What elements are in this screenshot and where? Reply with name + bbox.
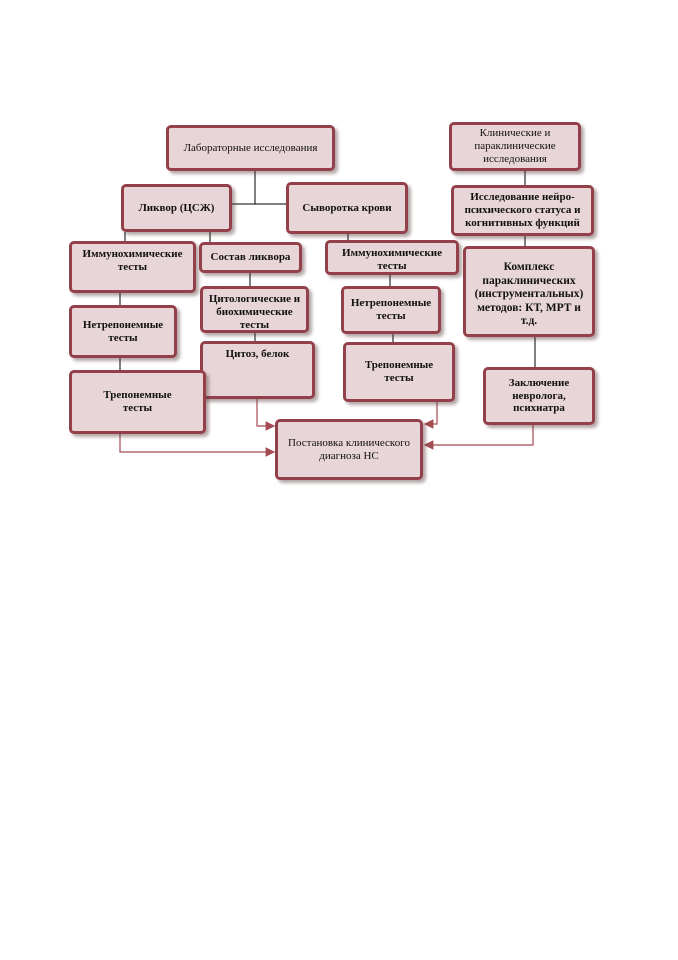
- node-serum-nontreponemal: Нетрепонемные тесты: [341, 286, 441, 334]
- node-diagnosis: Постановка клинического диагноза НС: [275, 419, 423, 480]
- node-csf-composition: Состав ликвора: [199, 242, 302, 273]
- node-lab: Лабораторные исследования: [166, 125, 335, 171]
- arrow-csf-treponemal: [119, 433, 276, 457]
- node-csf-treponemal: Трепонемные тесты: [69, 370, 206, 434]
- node-neuro-status: Исследование нейро- психического статуса…: [451, 185, 594, 236]
- node-serum-treponemal: Трепонемные тесты: [343, 342, 455, 402]
- node-cytosis-protein: Цитоз, белок: [200, 341, 315, 399]
- node-paraclinical-complex: Комплекс параклинических (инструментальн…: [463, 246, 595, 337]
- node-serum: Сыворотка крови: [286, 182, 408, 234]
- node-clinical: Клинические и параклинические исследован…: [449, 122, 581, 171]
- node-cytology: Цитологические и биохимические тесты: [200, 286, 309, 333]
- arrow-cytosis: [256, 399, 276, 431]
- arrow-serum-treponemal: [423, 402, 438, 429]
- node-csf-immunochemical: Иммунохимические тесты: [69, 241, 196, 293]
- node-serum-immunochemical: Иммунохимические тесты: [325, 240, 459, 275]
- node-csf-nontreponemal: Нетрепонемные тесты: [69, 305, 177, 358]
- arrow-conclusion: [423, 424, 534, 450]
- node-csf: Ликвор (ЦСЖ): [121, 184, 232, 232]
- node-conclusion: Заключение невролога, психиатра: [483, 367, 595, 425]
